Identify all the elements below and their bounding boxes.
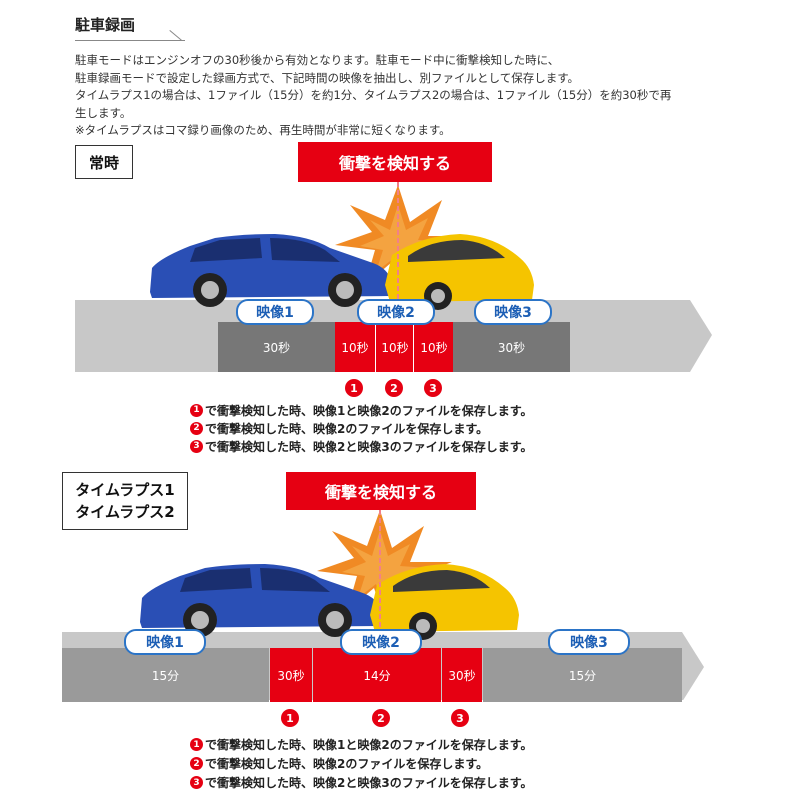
marker-2: 2	[385, 379, 403, 397]
note-text: で衝撃検知した時、映像1と映像2のファイルを保存します。	[205, 738, 533, 752]
impact-banner-normal: 衝撃を検知する	[298, 142, 492, 182]
note-text: で衝撃検知した時、映像2と映像3のファイルを保存します。	[205, 776, 533, 790]
marker-1: 1	[281, 709, 299, 727]
note-number: 2	[190, 757, 203, 770]
video-pill-2: 映像2	[357, 299, 435, 325]
video-pill-1: 映像1	[124, 629, 206, 655]
mode-label-timelapse: タイムラプス1 タイムラプス2	[62, 472, 188, 530]
segment-before: 30秒	[218, 322, 335, 372]
note-text: で衝撃検知した時、映像2のファイルを保存します。	[205, 421, 489, 436]
segment-before: 15分	[62, 648, 269, 702]
segment-red-3: 30秒	[442, 648, 482, 702]
description-line: 生します。	[75, 105, 132, 120]
mode-label-normal: 常時	[75, 145, 133, 179]
segment-red-2: 10秒	[375, 322, 414, 372]
segment-after: 30秒	[453, 322, 570, 372]
segment-red-1: 30秒	[270, 648, 312, 702]
description: 駐車モードはエンジンオフの30秒後から有効となります。駐車モード中に衝撃検知した…	[75, 52, 735, 140]
video-pill-3: 映像3	[474, 299, 552, 325]
description-line: ※タイムラプスはコマ録り画像のため、再生時間が非常に短くなります。	[75, 123, 451, 137]
blue-car-icon	[140, 564, 382, 637]
note-number: 1	[190, 738, 203, 751]
marker-1: 1	[345, 379, 363, 397]
note-text: で衝撃検知した時、映像1と映像2のファイルを保存します。	[205, 403, 533, 418]
description-line: 駐車録画モードで設定した録画方式で、下記時間の映像を抽出し、別ファイルとして保存…	[75, 70, 580, 85]
marker-3: 3	[424, 379, 442, 397]
video-pill-2: 映像2	[340, 629, 422, 655]
yellow-car-icon	[370, 564, 519, 640]
title-underline	[75, 40, 185, 41]
marker-3: 3	[451, 709, 469, 727]
note-number: 1	[190, 403, 203, 417]
video-pill-3: 映像3	[548, 629, 630, 655]
segment-red-2: 14分	[313, 648, 441, 702]
mode-label-timelapse-2: タイムラプス2	[75, 503, 175, 521]
note-number: 2	[190, 421, 203, 435]
blue-car-icon	[150, 234, 392, 307]
note-number: 3	[190, 776, 203, 789]
impact-banner-timelapse: 衝撃を検知する	[286, 472, 476, 510]
segment-red-1: 10秒	[335, 322, 375, 372]
section-title: 駐車録画	[75, 16, 136, 34]
note-number: 3	[190, 439, 203, 453]
note-text: で衝撃検知した時、映像2と映像3のファイルを保存します。	[205, 439, 533, 454]
description-line: タイムラプス1の場合は、1ファイル（15分）を約1分、タイムラプス2の場合は、1…	[75, 88, 672, 102]
video-pill-1: 映像1	[236, 299, 314, 325]
yellow-car-icon	[385, 234, 534, 310]
mode-label-timelapse-1: タイムラプス1	[75, 481, 175, 499]
description-line: 駐車モードはエンジンオフの30秒後から有効となります。駐車モード中に衝撃検知した…	[75, 53, 560, 67]
note-text: で衝撃検知した時、映像2のファイルを保存します。	[205, 757, 489, 771]
segment-red-3: 10秒	[413, 322, 454, 372]
segment-after: 15分	[483, 648, 682, 702]
marker-2: 2	[372, 709, 390, 727]
